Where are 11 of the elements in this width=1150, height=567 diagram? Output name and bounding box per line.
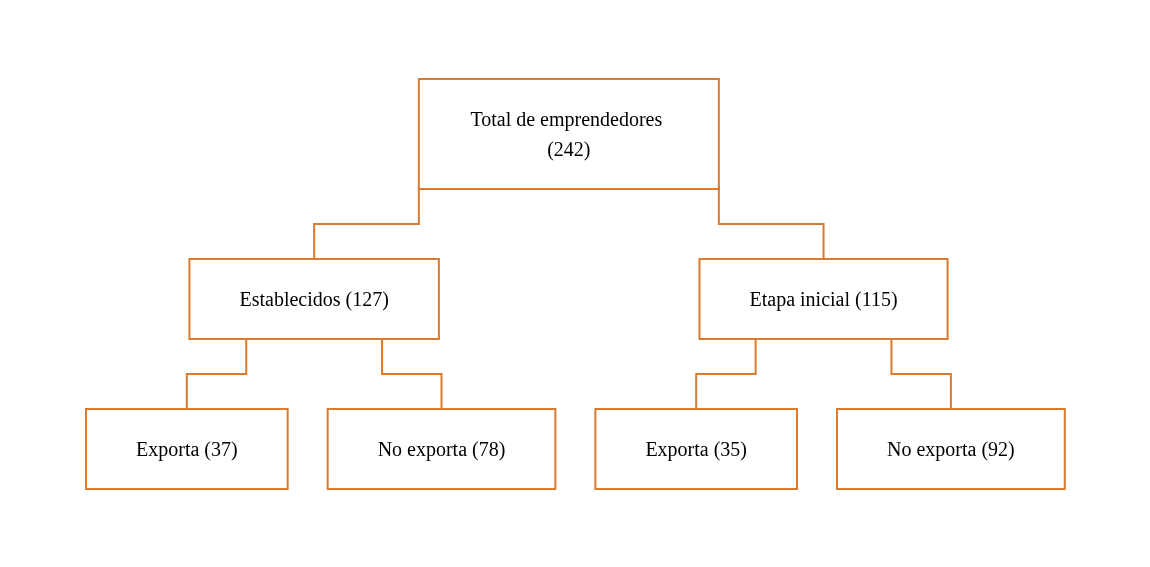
node-box: Exporta (37) (84, 407, 289, 490)
connector (890, 337, 952, 410)
node-box: No exporta (78) (326, 407, 556, 490)
node-box: Total de emprendedores (242) (417, 77, 720, 190)
node-box: Establecidos (127) (188, 257, 440, 340)
connector (694, 337, 757, 410)
node-box: Etapa inicial (115) (698, 257, 949, 340)
connector (185, 337, 247, 410)
node-box: No exporta (92) (835, 407, 1066, 490)
connector (380, 337, 443, 410)
node-box: Exporta (35) (594, 407, 798, 490)
